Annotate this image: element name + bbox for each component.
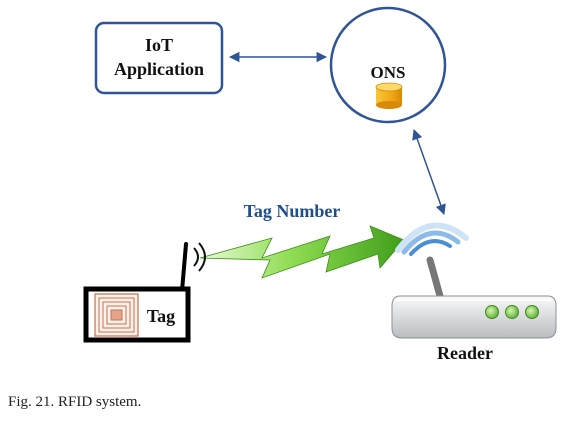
ons-reader-arrow <box>412 129 446 215</box>
signal-waves-icon <box>193 242 206 272</box>
tag-number-label: Tag Number <box>244 201 341 221</box>
database-icon <box>375 82 403 109</box>
reader-label: Reader <box>437 343 493 363</box>
rfid-tag-device: Tag <box>83 242 206 343</box>
reader-wave-icon <box>395 222 469 256</box>
tag-label: Tag <box>147 306 175 326</box>
iot-application-label-line1: IoT <box>145 35 173 55</box>
router-icon <box>391 256 557 339</box>
status-led <box>505 305 519 319</box>
rfid-chip-icon <box>94 293 139 337</box>
iot-application-label-line2: Application <box>114 59 204 79</box>
iot-application-box: IoT Application <box>94 21 224 95</box>
status-led <box>525 305 539 319</box>
figure-caption: Fig. 21. RFID system. <box>8 394 142 410</box>
lightning-bolt-icon <box>199 225 405 279</box>
ons-node: ONS <box>329 6 447 124</box>
ons-label: ONS <box>371 63 406 82</box>
status-led <box>485 305 499 319</box>
